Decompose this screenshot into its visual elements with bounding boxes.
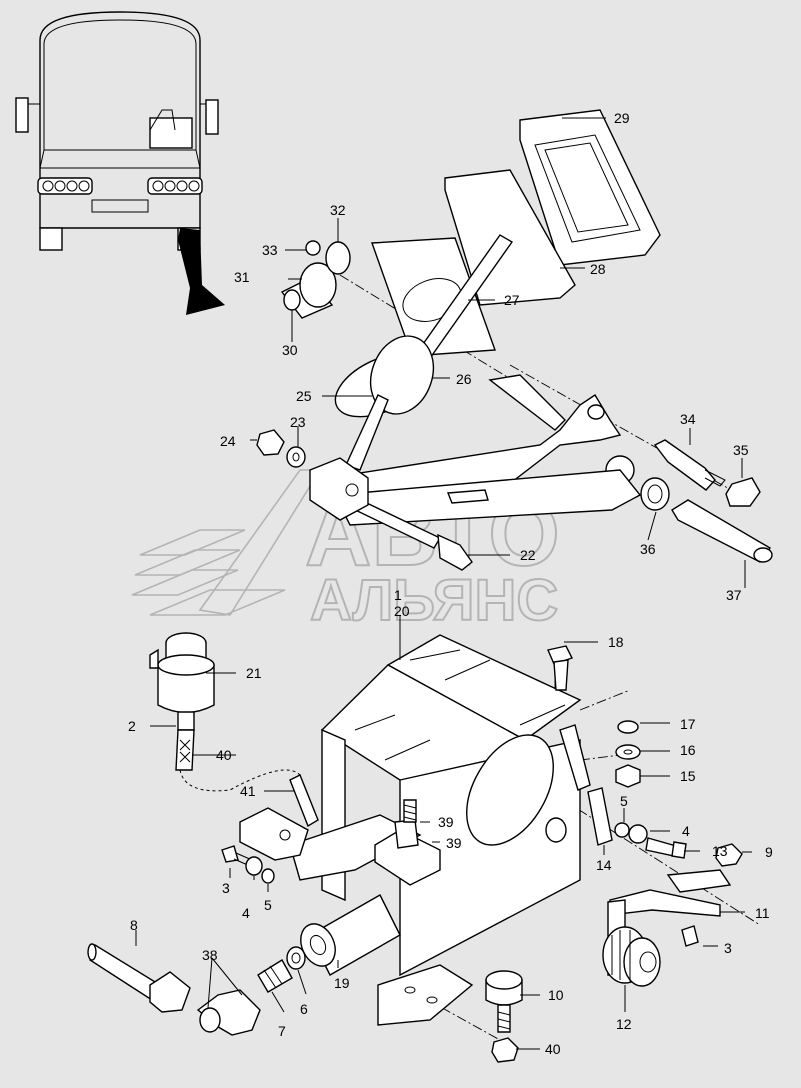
callout-33: 34 [680, 411, 696, 427]
callout-3-right: 3 [724, 940, 732, 956]
bus-front-icon [15, 11, 225, 315]
callout-8: 8 [130, 917, 138, 933]
callout-22: 23 [290, 414, 306, 430]
watermark-line2: АЛЬЯНС [310, 568, 558, 633]
callout-17: 17 [680, 716, 696, 732]
callout-13: 13 [712, 843, 728, 859]
callout-10: 10 [548, 987, 564, 1003]
callout-40-lower: 41 [240, 783, 256, 799]
callout-15: 15 [680, 768, 696, 784]
callout-32: 33 [262, 242, 278, 258]
lower-pedal-assembly [87, 634, 743, 1063]
callout-41: 2 [128, 718, 136, 734]
callout-19: 19 [334, 975, 350, 991]
callout-37: 38 [202, 947, 218, 963]
watermark-emblem-icon [131, 469, 322, 616]
callout-11: 11 [755, 905, 770, 921]
callout-14: 14 [596, 857, 612, 873]
callout-39-lower: 40 [545, 1041, 561, 1057]
callout-24: 25 [296, 388, 312, 404]
callout-39-upper: 39 [438, 814, 454, 830]
callout-27: 28 [590, 261, 606, 277]
callout-5-left: 5 [264, 897, 272, 913]
callout-6: 6 [300, 1001, 308, 1017]
callout-38: 39 [446, 835, 462, 851]
callout-3-left: 3 [222, 880, 230, 896]
callout-5-right: 5 [620, 793, 628, 809]
callout-4-right: 4 [682, 823, 690, 839]
callout-16: 16 [680, 742, 696, 758]
reservoir-assembly [149, 632, 215, 771]
callout-25: 26 [456, 371, 472, 387]
callout-2: 20 [394, 603, 410, 619]
callout-1: 1 [394, 587, 402, 603]
callout-labels: 1 20 3 3 4 4 5 5 6 7 8 9 10 11 12 13 14 … [128, 110, 773, 1057]
callout-40-upper: 40 [216, 747, 232, 763]
upper-pedal-assembly [256, 109, 773, 571]
callout-7: 7 [278, 1023, 286, 1039]
callout-34: 35 [733, 442, 749, 458]
callout-20: 21 [246, 665, 262, 681]
callout-28: 29 [614, 110, 630, 126]
callout-31: 32 [330, 202, 346, 218]
callout-9: 9 [765, 844, 773, 860]
callout-12: 12 [616, 1016, 632, 1032]
callout-30: 31 [234, 269, 250, 285]
callout-35: 36 [640, 541, 656, 557]
callout-29: 30 [282, 342, 298, 358]
callout-4-left: 4 [242, 905, 250, 921]
callout-26: 27 [504, 292, 520, 308]
callout-21: 22 [520, 547, 536, 563]
callout-23: 24 [220, 433, 236, 449]
callout-18: 18 [608, 634, 624, 650]
callout-36: 37 [726, 587, 742, 603]
leader-lines [135, 117, 752, 1050]
